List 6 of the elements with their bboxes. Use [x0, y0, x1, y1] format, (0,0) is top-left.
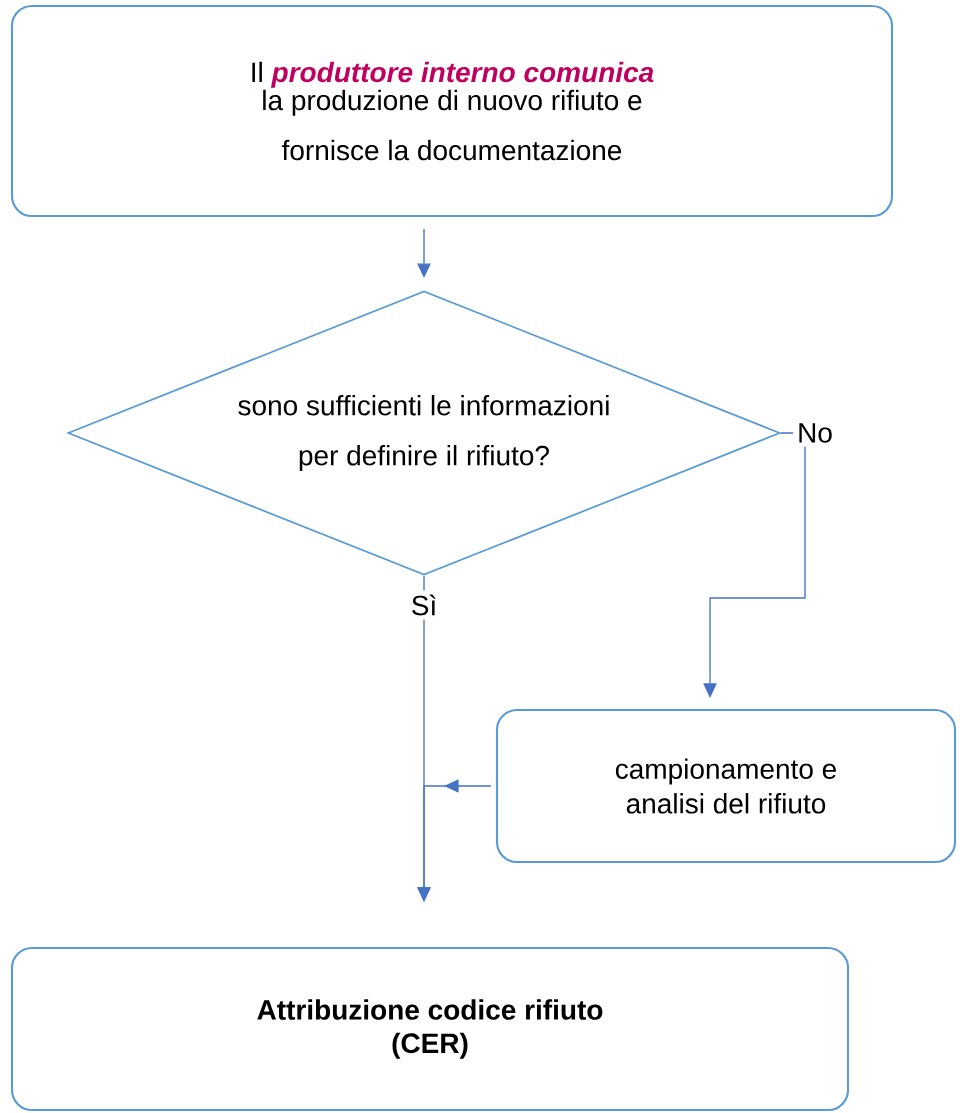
arrow: [703, 432, 806, 698]
process-box: Attribuzione codice rifiuto (CER): [10, 946, 850, 1112]
edge-label: Sì: [406, 590, 442, 620]
process-box: campionamento e analisi del rifiuto: [495, 708, 957, 864]
process-box: Il produttore interno comunica la produzione di nuovo rifiuto e fornisce la documentazione: [10, 4, 894, 218]
edge-label: No: [793, 419, 837, 447]
